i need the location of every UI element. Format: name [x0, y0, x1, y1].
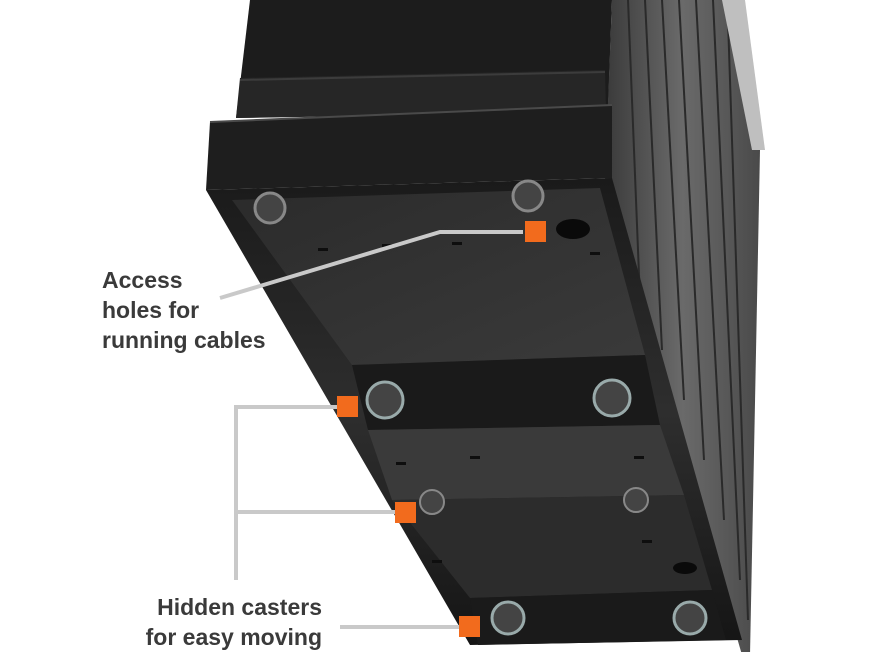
- leader-lines: [219, 230, 523, 629]
- cabinet-bottom-frame: [206, 178, 742, 645]
- access-holes-line-1: Access: [102, 267, 183, 293]
- cabinet-top-lip: [206, 104, 613, 190]
- hidden-casters-line-1: Hidden casters: [157, 594, 322, 620]
- hidden-casters-callout: Hidden casters for easy moving: [146, 592, 322, 652]
- access-holes-line-3: running cables: [102, 327, 266, 353]
- caster-wheel-icon: [253, 179, 708, 636]
- access-holes-callout: Access holes for running cables: [102, 265, 266, 355]
- hidden-casters-line-2: for easy moving: [145, 624, 322, 650]
- orange-square-marker: [337, 221, 546, 637]
- cabinet-upper-body: [236, 0, 612, 118]
- cabinet-side-panel: [605, 0, 765, 652]
- access-holes-line-2: holes for: [102, 297, 200, 323]
